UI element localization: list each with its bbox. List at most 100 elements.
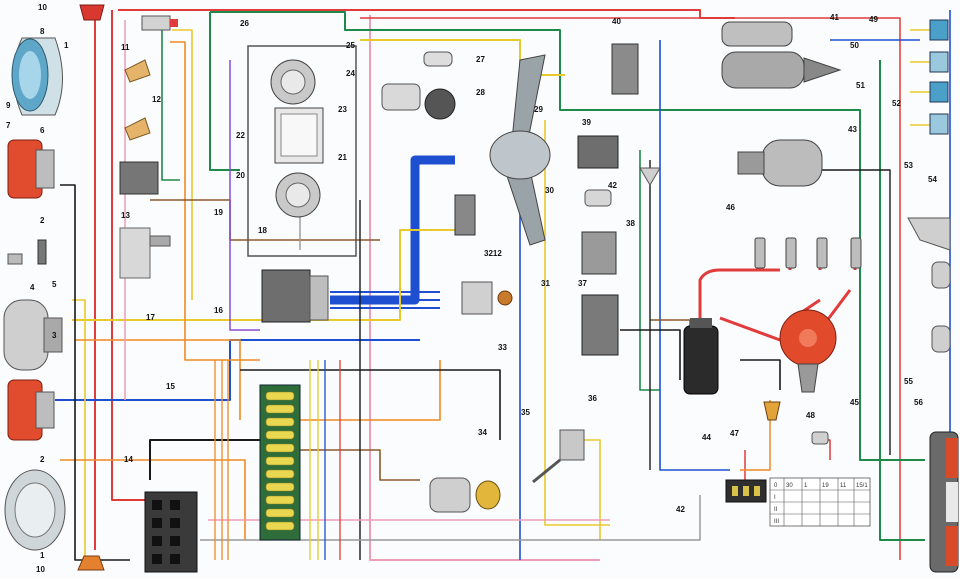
brake-switch: [7, 239, 47, 265]
horn-bottom: [77, 555, 105, 571]
label-36: 36: [588, 394, 597, 403]
sidelight-left: [7, 139, 55, 199]
label-42b: 42: [676, 505, 685, 514]
ignition-coil: [683, 318, 719, 395]
label-6: 6: [40, 126, 45, 135]
label-18: 18: [258, 226, 267, 235]
label-16: 16: [214, 306, 223, 315]
label-49: 49: [869, 15, 878, 24]
horn-top: [79, 4, 105, 21]
callout-labels: 1 2 3 4 5 6 7 8 9 10 11 12 13 14 15 16 1…: [6, 3, 937, 574]
label-2a: 2: [40, 216, 45, 225]
label-52: 52: [892, 99, 901, 108]
voltage-regulator-36: [581, 294, 619, 356]
generator: [737, 139, 823, 187]
label-28: 28: [476, 88, 485, 97]
switch-38: [584, 189, 612, 207]
label-24: 24: [346, 69, 355, 78]
label-30: 30: [545, 186, 554, 195]
label-12: 12: [152, 95, 161, 104]
label-23: 23: [338, 105, 347, 114]
relay-37: [581, 231, 617, 275]
relay-16: [261, 269, 329, 323]
label-51: 51: [856, 81, 865, 90]
label-35: 35: [521, 408, 530, 417]
label-3: 3: [52, 331, 57, 340]
sidelight-left-lower: [7, 379, 55, 441]
fog-lamp: [3, 299, 63, 371]
heater-motor: [381, 83, 456, 120]
label-17: 17: [146, 313, 155, 322]
label-20: 20: [236, 171, 245, 180]
table-row-3: II: [774, 507, 778, 513]
label-3212: 3212: [484, 249, 502, 258]
label-1b: 1: [40, 551, 45, 560]
label-9: 9: [6, 101, 11, 110]
fuse-board-15: [259, 384, 301, 541]
relay-40: [611, 43, 639, 95]
distributor: [779, 309, 837, 393]
label-42a: 42: [608, 181, 617, 190]
table-col-1: 30: [786, 483, 793, 489]
headlight-switch: [461, 281, 513, 315]
label-13: 13: [121, 211, 130, 220]
label-56: 56: [914, 398, 923, 407]
label-43: 43: [848, 125, 857, 134]
label-4: 4: [30, 283, 35, 292]
label-34: 34: [478, 428, 487, 437]
connector-42: [725, 479, 767, 503]
label-8: 8: [40, 27, 45, 36]
label-47: 47: [730, 429, 739, 438]
label-5: 5: [52, 280, 57, 289]
label-37: 37: [578, 279, 587, 288]
label-33: 33: [498, 343, 507, 352]
label-44: 44: [702, 433, 711, 442]
relay-32: [454, 194, 476, 236]
switch-table: 30 1 19 11 15/1 0 I II III: [769, 477, 871, 527]
pressure-sensors: [124, 59, 151, 141]
label-25: 25: [346, 41, 355, 50]
table-row-1: 0: [774, 483, 778, 489]
label-45: 45: [850, 398, 859, 407]
label-41: 41: [830, 13, 839, 22]
label-10b: 10: [36, 565, 45, 574]
label-26: 26: [240, 19, 249, 28]
oil-sensor-48: [811, 431, 829, 445]
instrument-cluster: [247, 45, 357, 257]
table-col-5: 15/1: [856, 483, 868, 489]
headlamp-left: [11, 37, 63, 116]
table-row-2: I: [774, 495, 776, 501]
label-22: 22: [236, 131, 245, 140]
table-col-2: 1: [804, 483, 808, 489]
spark-plugs: [754, 237, 862, 269]
label-15: 15: [166, 382, 175, 391]
oil-sensor: [639, 167, 661, 186]
voltage-regulator: [119, 227, 171, 279]
label-54: 54: [928, 175, 937, 184]
label-27: 27: [476, 55, 485, 64]
label-21: 21: [338, 153, 347, 162]
plate-lamp: [907, 217, 951, 251]
wire-harness: [55, 9, 951, 570]
lamp-27: [423, 51, 453, 67]
label-29: 29: [534, 105, 543, 114]
headlamp-right: [4, 469, 66, 551]
flasher-39: [577, 135, 619, 169]
fuse-block-14: [144, 491, 198, 573]
side-repeaters: [931, 261, 951, 353]
label-53: 53: [904, 161, 913, 170]
label-11: 11: [121, 43, 130, 52]
label-10a: 10: [38, 3, 47, 12]
relay-13: [119, 161, 159, 195]
tail-lamp-56: [929, 431, 959, 573]
label-40: 40: [612, 17, 621, 26]
label-46: 46: [726, 203, 735, 212]
label-48: 48: [806, 411, 815, 420]
temperature-sensor: [141, 15, 178, 31]
wiper-motor: [489, 54, 551, 246]
table-col-4: 11: [840, 483, 847, 489]
stoplight-switch: [532, 429, 585, 484]
label-2b: 2: [40, 455, 45, 464]
